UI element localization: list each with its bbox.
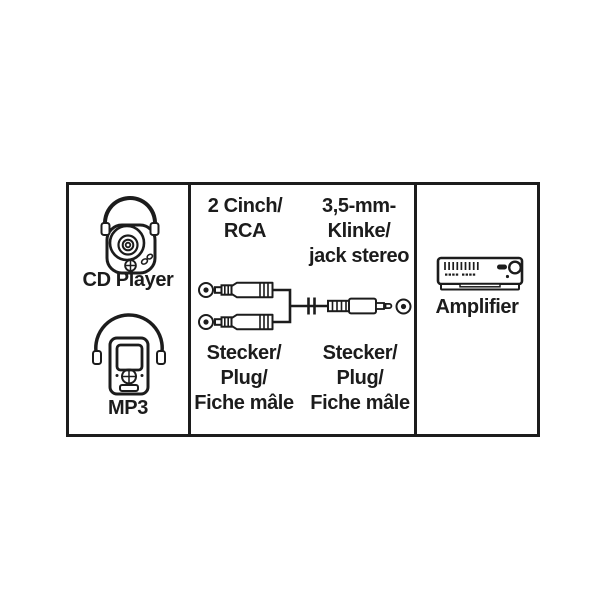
amp-dash-row [445, 273, 476, 276]
jack-plug-icon [327, 297, 393, 315]
jack-plug-type-label: Stecker/ Plug/ Fiche mâle [303, 341, 417, 416]
cable-y-join [272, 288, 328, 324]
rca-plug-type-label: Stecker/ Plug/ Fiche mâle [188, 341, 300, 416]
adapter-cable-illustration [198, 281, 412, 331]
jack-name-label: 3,5-mm- Klinke/ jack stereo [302, 194, 416, 269]
label-line: Plug/ [336, 367, 384, 389]
label-line: RCA [223, 220, 267, 242]
cable-break-marks [307, 297, 316, 315]
mp3-label: MP3 [108, 397, 148, 419]
label-line: jack stereo [308, 245, 410, 267]
rca-socket-symbols [198, 282, 214, 330]
rca-plugs-icon [214, 281, 274, 331]
label-line: 3,5-mm- [322, 195, 396, 217]
label-line: Fiche mâle [194, 392, 294, 414]
label-line: Plug/ [220, 367, 268, 389]
mp3-player-icon [92, 313, 166, 396]
label-line: Klinke/ [327, 220, 391, 242]
jack-socket-symbol [395, 298, 412, 315]
cd-player-label: CD Player [82, 269, 174, 291]
label-line: 2 Cinch/ [207, 195, 283, 217]
amplifier-icon [436, 256, 524, 291]
panel-divider-right [414, 182, 417, 437]
cd-player-icon [100, 196, 160, 275]
label-line: Fiche mâle [310, 392, 410, 414]
label-line: Stecker/ [322, 342, 398, 364]
amplifier-label: Amplifier [435, 296, 519, 318]
label-line: Stecker/ [206, 342, 282, 364]
rca-name-label: 2 Cinch/ RCA [192, 194, 298, 244]
panel-divider-left [188, 182, 191, 437]
